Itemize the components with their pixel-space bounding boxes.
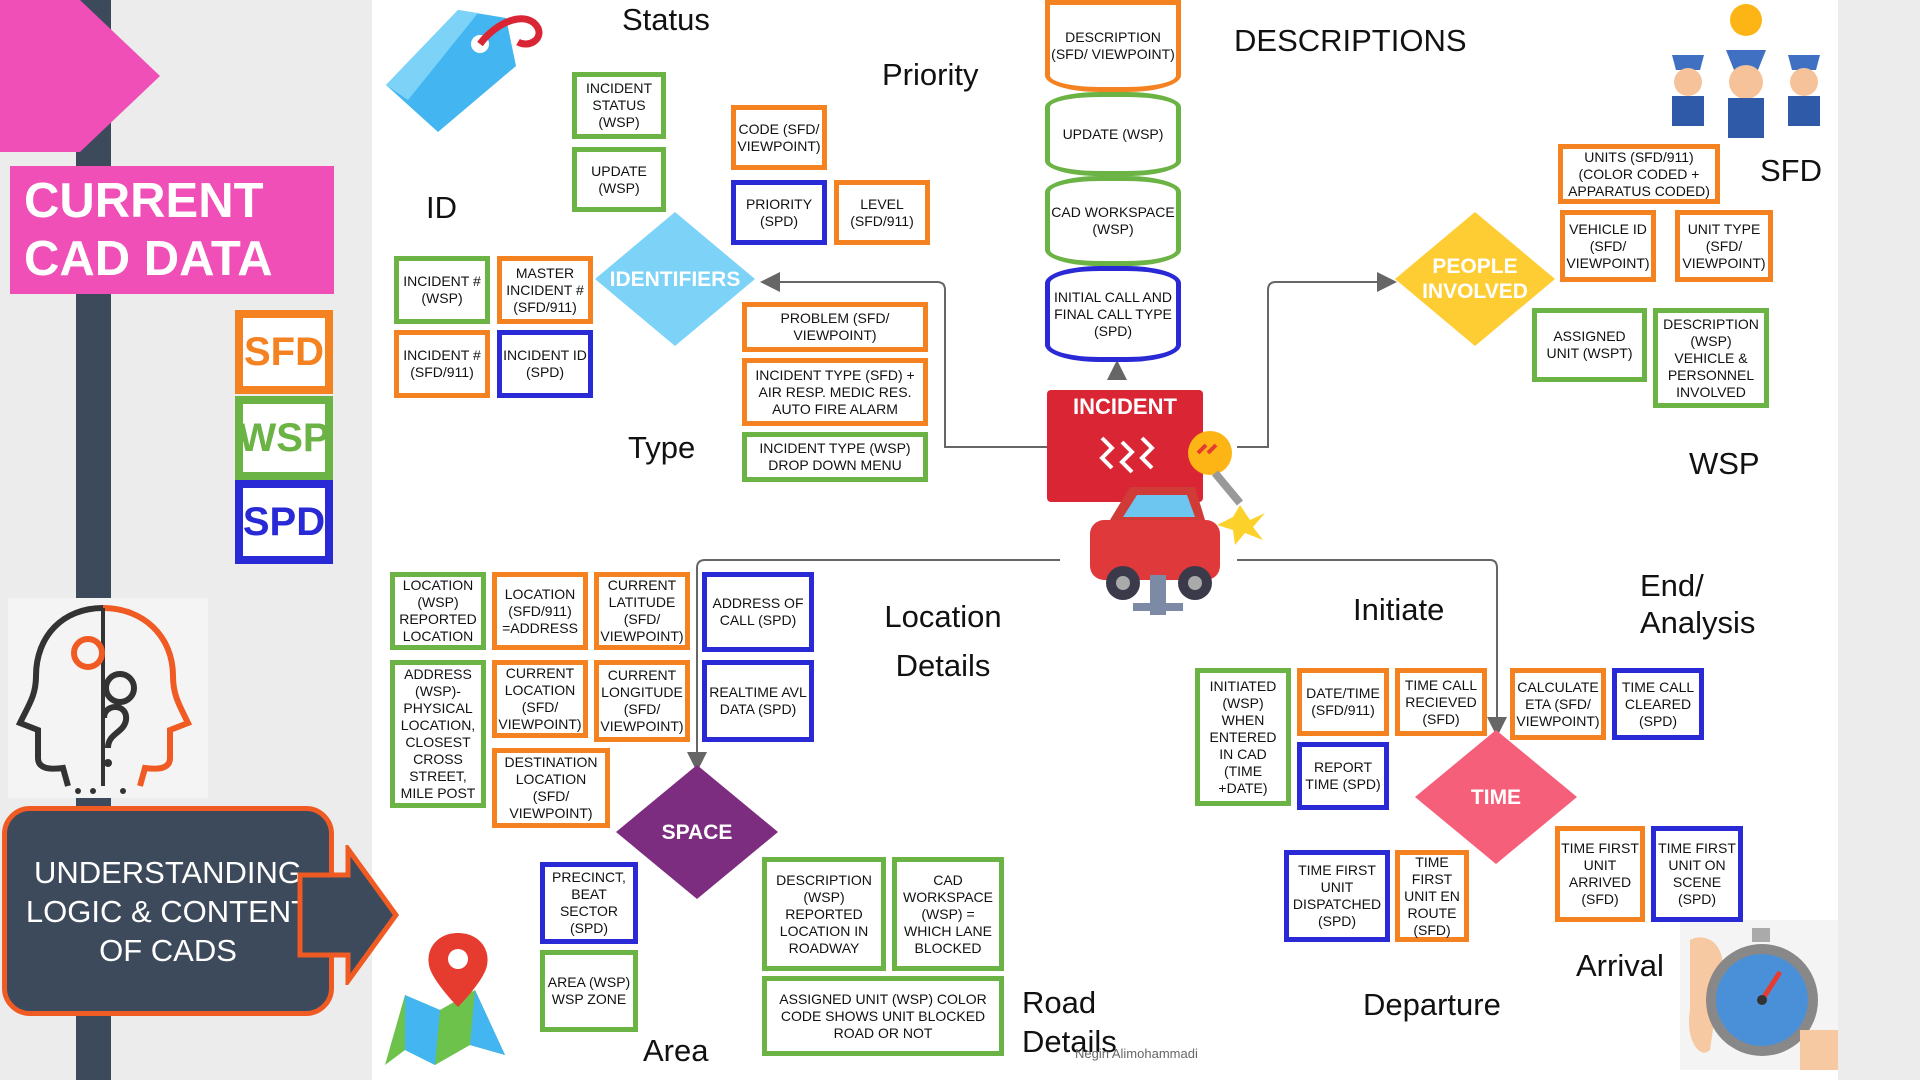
node-calculate-eta: CALCULATE ETA (SFD/ VIEWPOINT) xyxy=(1510,668,1606,740)
header-status: Status xyxy=(622,2,710,37)
node-address-of-call: ADDRESS OF CALL (SPD) xyxy=(702,572,814,652)
node-description-sfd: DESCRIPTION (SFD/ VIEWPOINT) xyxy=(1045,0,1181,92)
node-incident-num-wsp: INCIDENT # (WSP) xyxy=(394,256,490,324)
header-id: ID xyxy=(426,190,457,225)
legend-sfd: SFD xyxy=(235,310,333,394)
hub-time: TIME xyxy=(1415,730,1577,864)
node-date-time: DATE/TIME (SFD/911) xyxy=(1297,668,1389,736)
node-destination-location: DESTINATION LOCATION (SFD/ VIEWPOINT) xyxy=(492,748,610,828)
node-location-wsp: LOCATION (WSP) REPORTED LOCATION xyxy=(390,572,486,650)
map-pin-icon xyxy=(385,933,505,1065)
node-level: LEVEL (SFD/911) xyxy=(834,180,930,245)
node-current-location: CURRENT LOCATION (SFD/ VIEWPOINT) xyxy=(492,660,588,738)
node-initiated: INITIATED (WSP) WHEN ENTERED IN CAD (TIM… xyxy=(1195,668,1291,806)
node-assigned-unit-wspt: ASSIGNED UNIT (WSPT) xyxy=(1532,308,1647,382)
hub-incident: INCIDENT xyxy=(1047,390,1203,502)
node-problem: PROBLEM (SFD/ VIEWPOINT) xyxy=(742,302,928,352)
node-current-latitude: CURRENT LATITUDE (SFD/ VIEWPOINT) xyxy=(594,572,690,650)
node-incident-type-sfd: INCIDENT TYPE (SFD) + AIR RESP. MEDIC RE… xyxy=(742,358,928,426)
node-master-incident: MASTER INCIDENT # (SFD/911) xyxy=(497,256,593,324)
right-margin xyxy=(1838,0,1920,1080)
police-officers-icon xyxy=(1672,4,1820,138)
node-incident-num-sfd: INCIDENT # (SFD/911) xyxy=(394,330,490,398)
node-status-update: UPDATE (WSP) xyxy=(572,147,666,212)
hub-space-label: SPACE xyxy=(661,820,733,844)
node-cad-lane-blocked: CAD WORKSPACE (WSP) = WHICH LANE BLOCKED xyxy=(892,857,1004,971)
node-report-time: REPORT TIME (SPD) xyxy=(1297,742,1389,810)
header-wsp: WSP xyxy=(1689,446,1760,481)
node-vehicle-id: VEHICLE ID (SFD/ VIEWPOINT) xyxy=(1560,210,1656,282)
understanding-text: UNDERSTANDING LOGIC & CONTENT OF CADS xyxy=(25,854,311,968)
page-title: CURRENT CAD DATA xyxy=(24,174,273,286)
title-banner xyxy=(10,166,334,294)
tag-icon xyxy=(386,10,543,132)
node-incident-id-spd: INCIDENT ID (SPD) xyxy=(497,330,593,398)
node-units-sfd: UNITS (SFD/911) (COLOR CODED + APPARATUS… xyxy=(1558,144,1720,204)
node-current-longitude: CURRENT LONGITUDE (SFD/ VIEWPOINT) xyxy=(594,660,690,742)
node-description-update: UPDATE (WSP) xyxy=(1045,92,1181,176)
node-first-unit-on-scene: TIME FIRST UNIT ON SCENE (SPD) xyxy=(1651,826,1743,922)
node-precinct: PRECINCT, BEAT SECTOR (SPD) xyxy=(540,862,638,944)
crash-waves-icon xyxy=(1099,436,1155,474)
car-crash-icon xyxy=(1055,431,1265,615)
node-first-unit-arrived: TIME FIRST UNIT ARRIVED (SFD) xyxy=(1555,826,1645,922)
header-type: Type xyxy=(628,430,696,465)
node-time-received: TIME CALL RECIEVED (SFD) xyxy=(1395,668,1487,736)
node-description-roadway: DESCRIPTION (WSP) REPORTED LOCATION IN R… xyxy=(762,857,886,971)
node-address-wsp: ADDRESS (WSP)- PHYSICAL LOCATION, CLOSES… xyxy=(390,660,486,808)
header-descriptions: DESCRIPTIONS xyxy=(1234,23,1467,58)
chevron-right-icon xyxy=(0,0,160,152)
understanding-box: UNDERSTANDING LOGIC & CONTENT OF CADS xyxy=(2,806,334,1016)
node-assigned-unit-road: ASSIGNED UNIT (WSP) COLOR CODE SHOWS UNI… xyxy=(762,976,1004,1056)
node-cad-workspace: CAD WORKSPACE (WSP) xyxy=(1045,176,1181,266)
node-description-vehicle: DESCRIPTION (WSP) VEHICLE & PERSONNEL IN… xyxy=(1653,308,1769,408)
node-incident-status: INCIDENT STATUS (WSP) xyxy=(572,72,666,139)
node-area-wsp: AREA (WSP) WSP ZONE xyxy=(540,950,638,1032)
node-first-unit-en-route: TIME FIRST UNIT EN ROUTE (SFD) xyxy=(1395,850,1469,942)
header-arrival: Arrival xyxy=(1576,948,1664,983)
header-road-details: Road Details xyxy=(1022,985,1117,1059)
hub-people-label: PEOPLE INVOLVED xyxy=(1422,255,1528,303)
node-unit-type: UNIT TYPE (SFD/ VIEWPOINT) xyxy=(1675,210,1773,282)
header-area: Area xyxy=(643,1033,709,1068)
header-priority: Priority xyxy=(882,57,979,92)
hub-time-label: TIME xyxy=(1470,785,1522,809)
hub-incident-label: INCIDENT xyxy=(1073,394,1177,419)
author-credit: Negin Alimohammadi xyxy=(1075,1046,1198,1061)
header-end-analysis: End/ Analysis xyxy=(1640,568,1756,640)
header-sfd: SFD xyxy=(1760,153,1822,188)
hub-identifiers-label: IDENTIFIERS xyxy=(609,267,741,291)
hub-identifiers: IDENTIFIERS xyxy=(595,212,755,346)
legend-spd: SPD xyxy=(235,480,333,564)
hub-people-involved: PEOPLE INVOLVED xyxy=(1395,212,1555,346)
thinking-head-icon xyxy=(8,598,208,798)
header-location-details: Location Details xyxy=(884,599,1002,683)
stopwatch-icon xyxy=(1680,920,1838,1070)
node-time-cleared: TIME CALL CLEARED (SPD) xyxy=(1612,668,1704,740)
node-realtime-avl: REALTIME AVL DATA (SPD) xyxy=(702,660,814,742)
node-first-unit-dispatched: TIME FIRST UNIT DISPATCHED (SPD) xyxy=(1284,850,1390,942)
node-initial-final-call: INITIAL CALL AND FINAL CALL TYPE (SPD) xyxy=(1045,266,1181,362)
header-initiate: Initiate xyxy=(1353,592,1445,627)
header-departure: Departure xyxy=(1363,987,1501,1022)
node-code: CODE (SFD/ VIEWPOINT) xyxy=(731,105,827,170)
node-incident-type-wsp: INCIDENT TYPE (WSP) DROP DOWN MENU xyxy=(742,432,928,482)
hub-space: SPACE xyxy=(616,765,778,899)
arrow-right-icon xyxy=(297,845,400,985)
legend-wsp: WSP xyxy=(235,396,333,480)
node-priority-spd: PRIORITY (SPD) xyxy=(731,180,827,245)
node-location-sfd: LOCATION (SFD/911) =ADDRESS xyxy=(492,572,588,650)
